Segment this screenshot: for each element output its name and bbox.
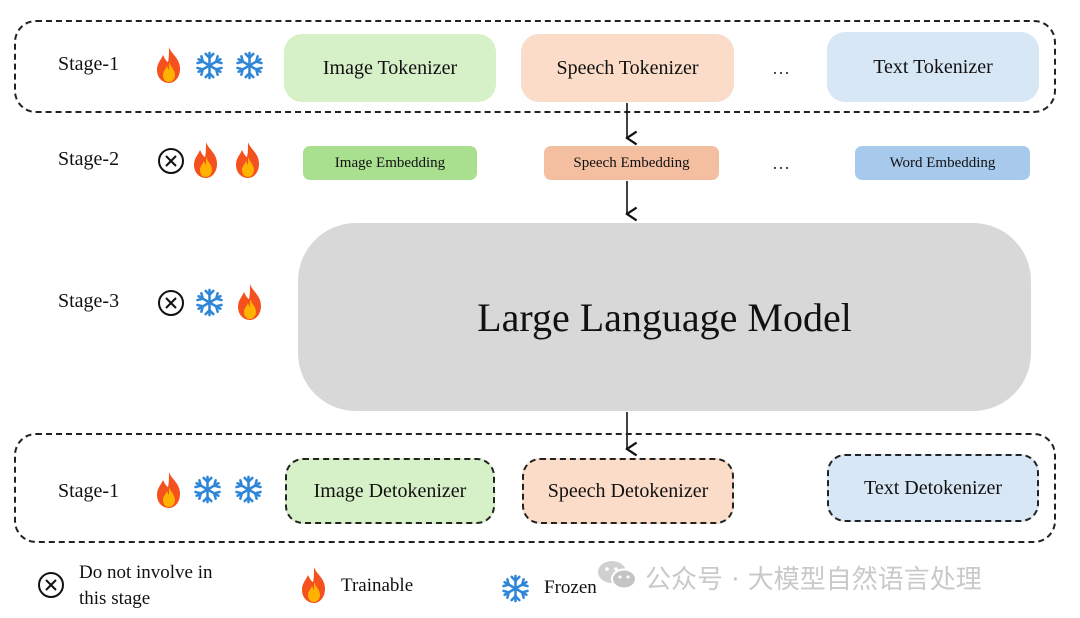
- legend-frozen: Frozen: [544, 577, 597, 598]
- fire-icon: [298, 566, 330, 604]
- embedding-ellipsis: …: [772, 153, 790, 173]
- circled-x-icon: [157, 289, 185, 317]
- image-embedding-box: Image Embedding: [303, 146, 477, 180]
- snowflake-icon: [500, 573, 531, 604]
- llm-title: Large Language Model: [477, 294, 852, 340]
- fire-icon: [234, 283, 266, 321]
- text-detokenizer-label: Text Detokenizer: [864, 476, 1002, 499]
- speech-tokenizer-label: Speech Tokenizer: [556, 56, 699, 79]
- watermark-text: 公众号 · 大模型自然语言处理: [645, 565, 982, 595]
- speech-detokenizer-box: Speech Detokenizer: [522, 458, 734, 524]
- speech-embedding-label: Speech Embedding: [573, 154, 690, 171]
- stage1-bottom-label: Stage-1: [58, 480, 120, 502]
- legend-trainable: Trainable: [341, 575, 414, 596]
- text-detokenizer-box: Text Detokenizer: [827, 454, 1039, 522]
- circled-x-icon: [37, 571, 65, 599]
- fire-icon: [153, 471, 185, 509]
- image-detokenizer-label: Image Detokenizer: [313, 479, 467, 502]
- stage2-label: Stage-2: [58, 148, 120, 170]
- text-tokenizer-box: Text Tokenizer: [827, 32, 1039, 102]
- stage3-label: Stage-3: [58, 290, 120, 312]
- speech-embedding-box: Speech Embedding: [544, 146, 719, 180]
- legend-not-involved-text: Do not involve in this stage: [79, 560, 213, 612]
- snowflake-icon: [192, 474, 223, 505]
- image-detokenizer-box: Image Detokenizer: [285, 458, 495, 524]
- legend-not-involved-line2: this stage: [79, 588, 151, 609]
- text-tokenizer-label: Text Tokenizer: [873, 55, 993, 78]
- stage1-tokenizer-group: [14, 20, 1056, 113]
- image-embedding-label: Image Embedding: [334, 154, 446, 171]
- stage1-top-label: Stage-1: [58, 53, 120, 75]
- image-tokenizer-box: Image Tokenizer: [284, 34, 496, 102]
- speech-tokenizer-box: Speech Tokenizer: [521, 34, 734, 102]
- legend-not-involved-line1: Do not involve in: [79, 562, 213, 583]
- word-embedding-label: Word Embedding: [889, 154, 996, 171]
- speech-detokenizer-label: Speech Detokenizer: [547, 479, 709, 502]
- image-tokenizer-label: Image Tokenizer: [322, 56, 458, 79]
- snowflake-icon: [194, 287, 225, 318]
- tokenizer-ellipsis: …: [772, 58, 790, 78]
- snowflake-icon: [233, 474, 264, 505]
- wechat-icon: [598, 561, 637, 590]
- word-embedding-box: Word Embedding: [855, 146, 1030, 180]
- stage1-detokenizer-group: [14, 433, 1056, 543]
- large-language-model-box: Large Language Model: [298, 223, 1031, 411]
